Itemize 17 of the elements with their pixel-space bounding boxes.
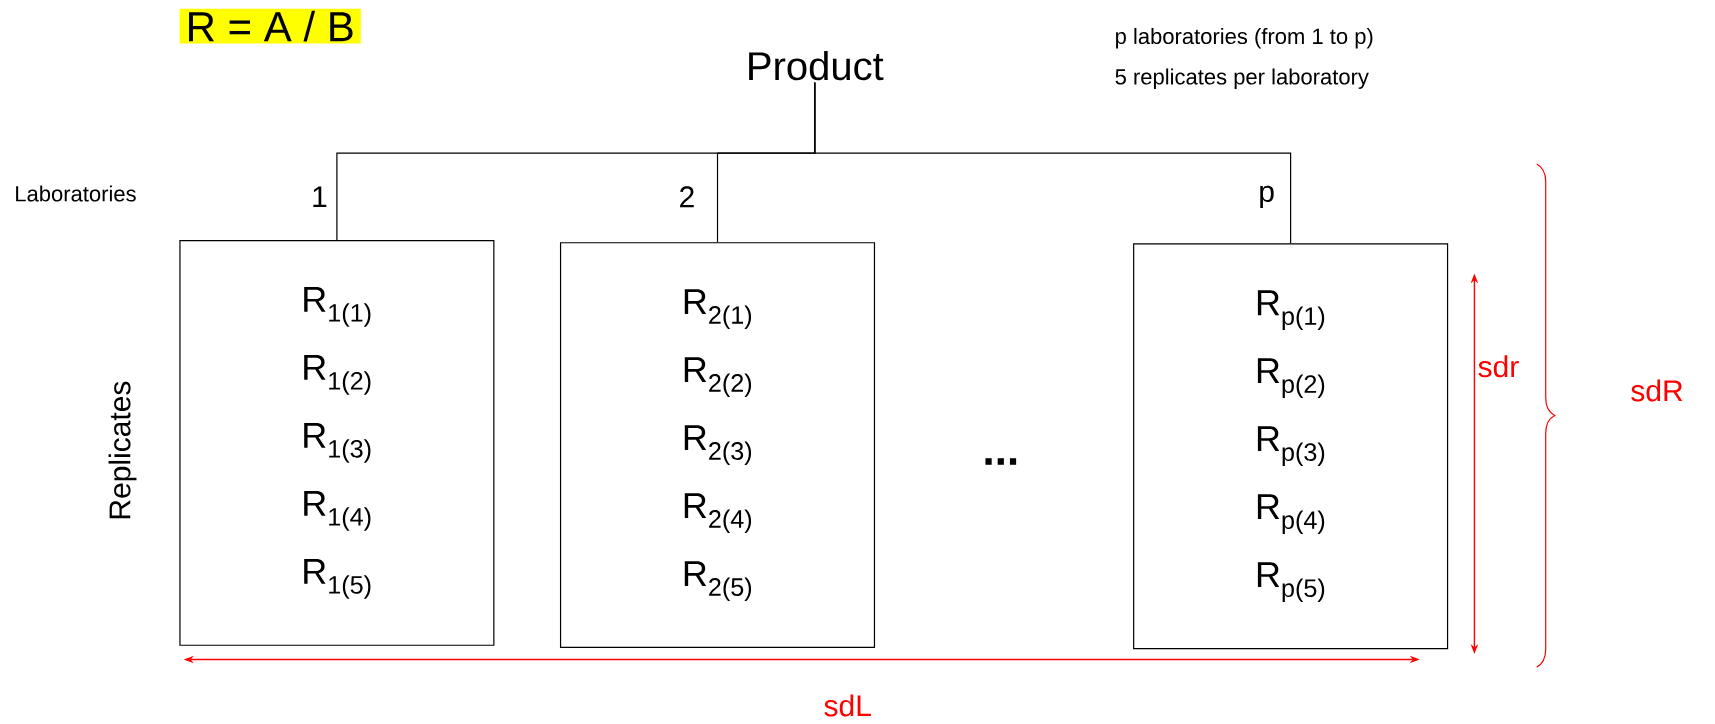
note-text: Replicates [108, 381, 137, 519]
dimension-label: sdR [1631, 379, 1683, 402]
product-label: Product [749, 50, 884, 81]
replicate-box: R$_{2(1)}$ R$_{2(2)}$ R$_{2(3)}$ R$_{2(4)}$ R$_{2(5)}$ [559, 242, 876, 649]
laboratory-number: 2 [680, 186, 694, 208]
laboratory-number: 1 [313, 186, 327, 208]
note-text: p laboratories (from 1 to p) [1116, 27, 1373, 49]
ellipsis: ... [985, 458, 1017, 465]
note-text: Laboratories [16, 185, 136, 202]
dimension-label: sdL [824, 694, 871, 717]
replicate-box: R$_{1(1)}$ R$_{1(2)}$ R$_{1(3)}$ R$_{1(4)}$ R$_{1(5)}$ [179, 239, 495, 646]
dimension-label: sdr [1478, 355, 1519, 378]
replicate-box: R$_{p(1)}$ R$_{p(2)}$ R$_{p(3)}$ R$_{p(4)}$ R$_{p(5)}$ [1133, 243, 1449, 650]
connector-line [814, 81, 1292, 244]
note-text: 5 replicates per laboratory [1115, 68, 1369, 89]
laboratory-number: p [1260, 185, 1274, 208]
title: R = A / B [179, 8, 361, 44]
